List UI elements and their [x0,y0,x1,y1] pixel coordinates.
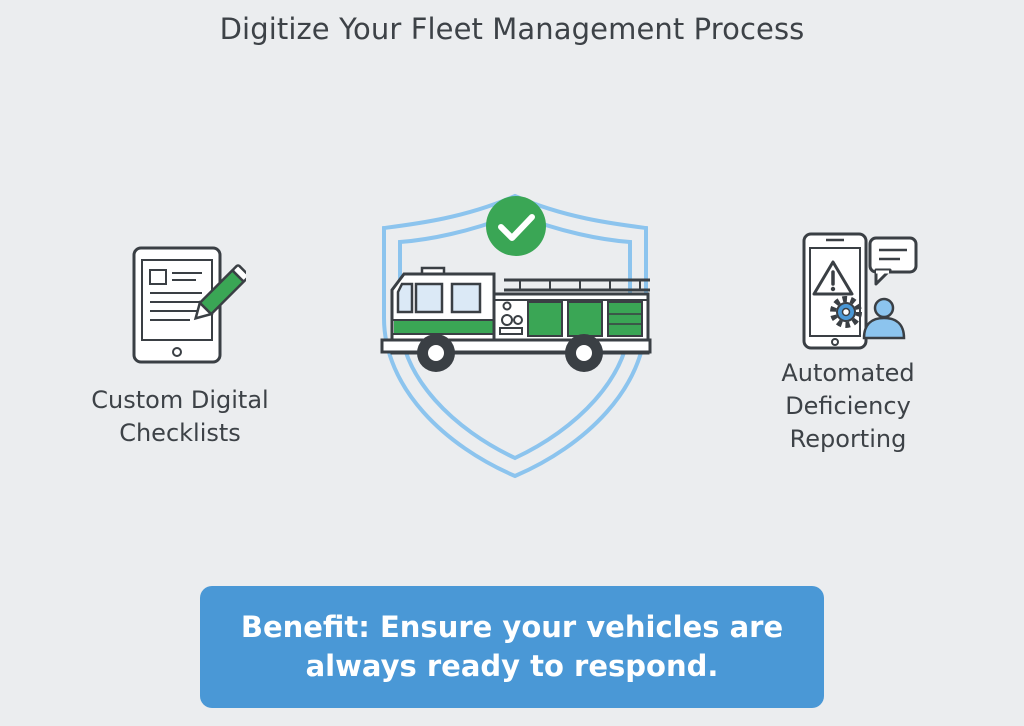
benefit-text-line: Benefit: Ensure your vehicles are [240,610,784,644]
chat-bubble-icon [868,236,918,286]
fire-truck-icon [380,266,652,372]
page-title: Digitize Your Fleet Management Process [219,12,805,46]
benefit-text-line: always ready to respond. [305,649,719,683]
user-icon [862,297,906,340]
feature-label-reporting: Automated Deficiency Reporting [752,357,944,456]
feature-label-checklists: Custom Digital Checklists [64,384,296,450]
gear-icon [830,296,862,328]
feature-label-line: Deficiency [785,392,911,420]
feature-label-line: Reporting [789,425,907,453]
shield-fire-truck-icon [380,193,652,479]
tablet-checklist-icon [132,246,246,364]
benefit-banner: Benefit: Ensure your vehicles are always… [200,586,824,708]
phone-warning-report-icon [802,232,918,350]
feature-label-line: Automated [781,359,915,387]
checkmark-icon [486,196,546,256]
feature-label-line: Checklists [119,419,241,447]
feature-label-line: Custom Digital [91,386,269,414]
